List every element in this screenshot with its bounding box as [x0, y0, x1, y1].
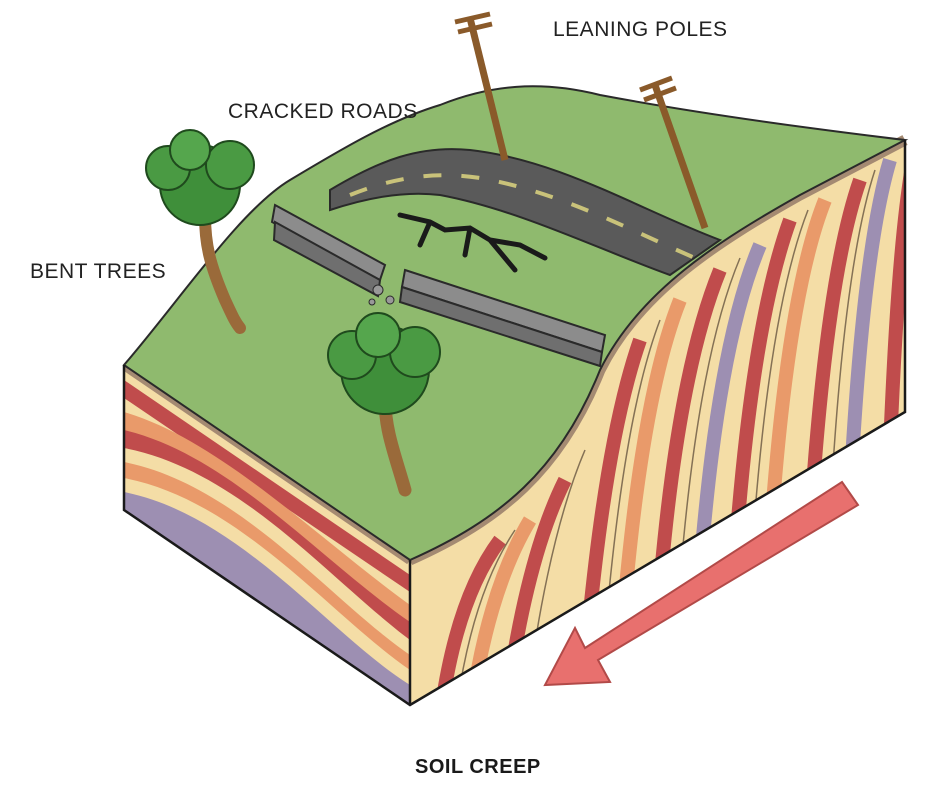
diagram-title: SOIL CREEP	[415, 756, 541, 778]
utility-pole-icon	[454, 11, 509, 161]
block-outline	[122, 140, 907, 707]
bent-trees-label: BENT TREES	[30, 260, 167, 283]
tree-icon	[145, 129, 255, 334]
road-crack	[397, 212, 548, 273]
down-slope-arrow-icon	[543, 480, 860, 687]
road	[329, 148, 723, 277]
utility-pole-icon	[639, 75, 709, 230]
leaning-poles-label: LEANING POLES	[553, 18, 728, 41]
tree-icon	[327, 312, 441, 497]
road-center-line	[349, 173, 696, 260]
cracked-roads-label: CRACKED ROADS	[228, 100, 418, 123]
stone-wall-icon	[270, 203, 607, 368]
